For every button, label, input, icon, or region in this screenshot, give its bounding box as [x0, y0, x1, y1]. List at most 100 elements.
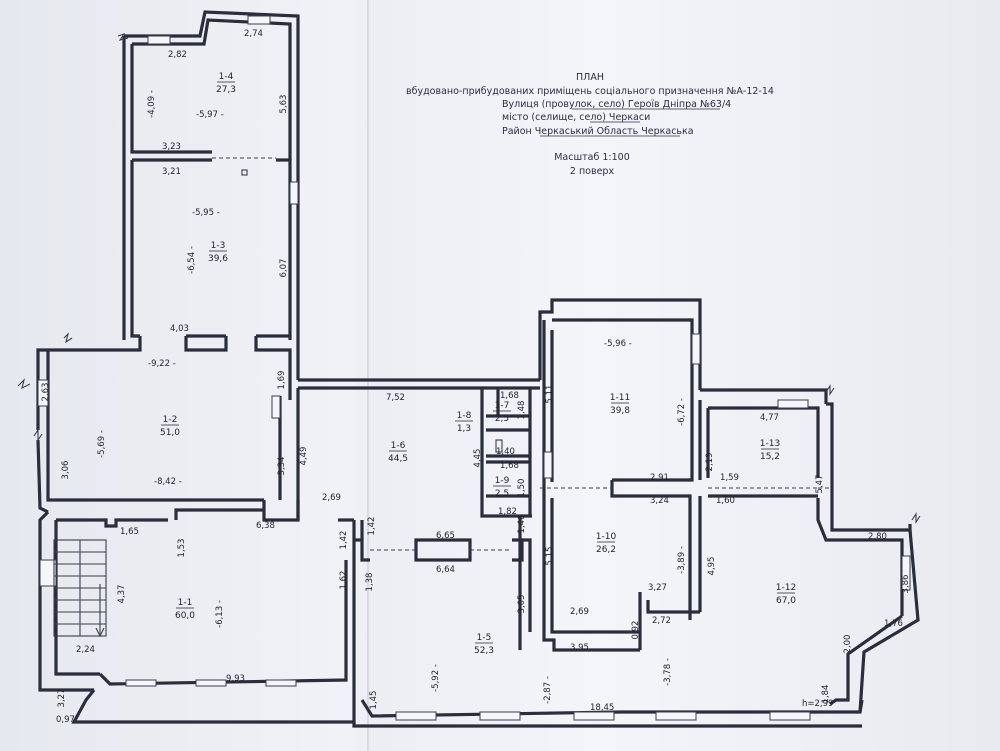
- dimension-label: -3,89 -: [677, 546, 687, 574]
- room-number: 1-11: [610, 393, 630, 403]
- room-number: 1-3: [211, 241, 226, 251]
- room-number: 1-8: [457, 411, 472, 421]
- dimension-label: 0,92: [631, 621, 641, 640]
- dimension-label: 2,69: [322, 493, 341, 503]
- dimension-label: 3,95: [570, 643, 589, 653]
- room-area: 60,0: [175, 611, 195, 621]
- plan-line3: місто (селище, село) Черкаси: [502, 112, 650, 123]
- dimension-label: -6,72 -: [677, 398, 687, 426]
- plan-line2: Вулиця (провулок, село) Героїв Дніпра №6…: [502, 99, 731, 110]
- dimension-label: 3,86: [901, 575, 911, 594]
- room-area: 26,2: [596, 545, 616, 555]
- plan-line4: Район Черкаський Область Черкаська: [502, 126, 694, 137]
- dimension-label: 2,91: [650, 473, 669, 483]
- plan-line1: вбудовано-прибудованих приміщень соціаль…: [406, 86, 774, 97]
- dimension-label: 1,40: [496, 447, 515, 457]
- dimension-label: 2,69: [570, 607, 589, 617]
- dimension-label: 4,49: [299, 447, 309, 466]
- plan-heading: ПЛАН: [576, 72, 604, 83]
- dimension-label: -5,69 -: [97, 430, 107, 458]
- dimension-label: 4,45: [473, 449, 483, 468]
- room-area: 27,3: [216, 85, 236, 95]
- room-area: 52,3: [474, 646, 494, 656]
- dimension-label: 1,50: [517, 479, 527, 498]
- windows: [37, 15, 911, 721]
- dimension-label: -6,54 -: [187, 246, 197, 274]
- dimension-label: 4,95: [707, 557, 717, 576]
- dimension-label: 3,06: [61, 461, 71, 480]
- plan-floor: 2 поверх: [570, 166, 615, 177]
- dimension-label: 4,03: [170, 324, 189, 334]
- room-labels: 1-160,01-251,01-339,61-427,31-552,31-644…: [160, 72, 796, 656]
- dimension-label: -2,87 -: [543, 676, 553, 704]
- open-passages: [212, 157, 832, 551]
- dimension-label: 1,59: [720, 473, 739, 483]
- room-area: 39,6: [208, 254, 228, 264]
- dimension-label: 1,38: [365, 573, 375, 592]
- dimension-label: 1,46: [517, 515, 527, 534]
- dimension-label: 2,82: [168, 50, 187, 60]
- dimension-label: -5,96 -: [604, 339, 632, 349]
- dimension-label: 1,53: [177, 539, 187, 558]
- dimension-label: 18,45: [590, 703, 614, 713]
- dimension-label: 2,63: [41, 383, 51, 402]
- room-area: 51,0: [160, 428, 180, 438]
- dimension-label: 3,23: [162, 142, 181, 152]
- dimension-label: 1,84: [821, 685, 831, 704]
- dimension-label: 4,77: [760, 413, 779, 423]
- dimension-label: 1,60: [716, 496, 735, 506]
- room-number: 1-2: [163, 415, 178, 425]
- dimension-label: 7,52: [386, 393, 405, 403]
- dimension-label: 1,68: [500, 461, 519, 471]
- room-number: 1-6: [391, 441, 406, 451]
- room-area: 67,0: [776, 596, 796, 606]
- dimension-label: 1,62: [339, 571, 349, 590]
- room-area: 2,5: [495, 489, 509, 499]
- dimension-label: 1,76: [884, 619, 903, 629]
- dimension-label: 1,82: [498, 507, 517, 517]
- room-number: 1-13: [760, 439, 780, 449]
- wall-outlines: [36, 10, 920, 728]
- title-block: ПЛАН вбудовано-прибудованих приміщень со…: [406, 72, 774, 177]
- break-marks: [17, 32, 921, 524]
- room-number: 1-12: [776, 583, 796, 593]
- dimension-label: 3,24: [650, 496, 669, 506]
- room-area: 39,8: [610, 406, 630, 416]
- dimension-label: -5,95 -: [192, 208, 220, 218]
- dimension-label: 5,11: [545, 385, 555, 404]
- dimension-label: 5,15: [545, 547, 555, 566]
- dimension-label: -5,92 -: [431, 664, 441, 692]
- dimension-label: 1,68: [500, 391, 519, 401]
- dimension-label: 3,05: [517, 595, 527, 614]
- dimension-label: 1,45: [369, 691, 379, 710]
- dimension-label: 5,47: [815, 475, 825, 494]
- dimension-label: 1,65: [120, 527, 139, 537]
- dimension-label: -9,22 -: [148, 359, 176, 369]
- dimension-label: 1,42: [339, 531, 349, 550]
- dimension-label: 4,37: [117, 585, 127, 604]
- dimension-label: -5,97 -: [196, 110, 224, 120]
- dimension-label: 3,34: [277, 457, 287, 476]
- room-number: 1-1: [178, 598, 193, 608]
- room-area: 44,5: [388, 454, 408, 464]
- dimension-label: 6,65: [436, 531, 455, 541]
- dimension-label: 3,21: [162, 167, 181, 177]
- dimension-label: 3,27: [57, 689, 67, 708]
- dimension-label: 2,24: [76, 645, 95, 655]
- dimension-label: 1,48: [517, 401, 527, 420]
- dimension-label: 6,07: [279, 259, 289, 278]
- dimension-label: 1,69: [277, 371, 287, 390]
- dimension-label: 3,27: [648, 583, 667, 593]
- dimension-label: -6,13 -: [215, 600, 225, 628]
- dimension-label: -4,09 -: [147, 90, 157, 118]
- dimension-label: -3,78 -: [663, 658, 673, 686]
- room-area: 15,2: [760, 452, 780, 462]
- dimension-label: 2,80: [868, 532, 887, 542]
- dimension-label: 9,93: [226, 674, 245, 684]
- room-number: 1-7: [495, 401, 510, 411]
- dimension-label: 2,74: [244, 29, 263, 39]
- dimension-label: 1,42: [367, 517, 377, 536]
- stair-and-details: [53, 169, 503, 638]
- room-area: 1,3: [457, 424, 471, 434]
